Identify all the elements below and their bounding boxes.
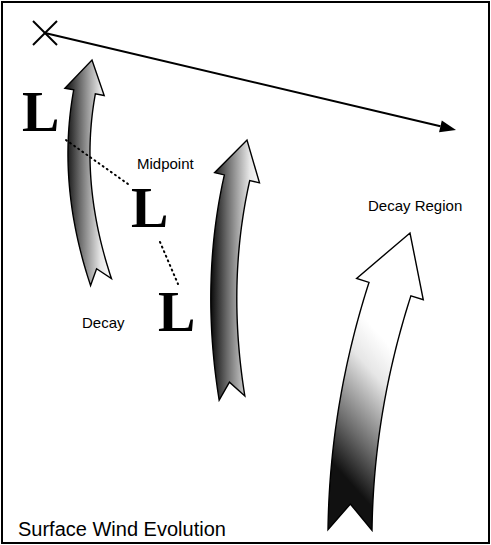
diagram-title: Surface Wind Evolution [18, 519, 226, 539]
low-symbol: L [131, 180, 168, 236]
low-symbol: L [22, 84, 59, 140]
track-arrowhead [439, 120, 456, 132]
track-line [45, 33, 440, 126]
storm-track-arrow [45, 33, 456, 132]
wind-arrow [328, 233, 423, 530]
stage-label: Decay [82, 315, 125, 330]
wind-arrows [65, 60, 423, 530]
wind-arrow [65, 60, 112, 285]
stage-label: Midpoint [137, 156, 194, 171]
low-symbol: L [158, 284, 195, 340]
region-label: Decay Region [368, 198, 462, 213]
wind-arrow [211, 140, 260, 400]
